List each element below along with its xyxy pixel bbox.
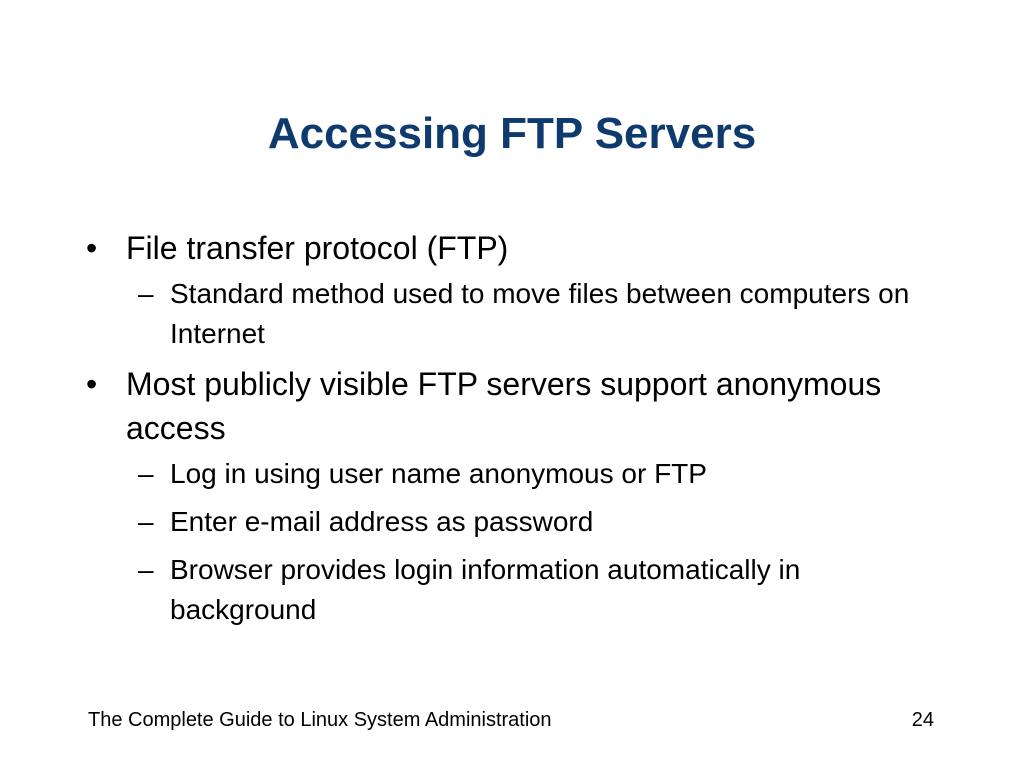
dash-marker: – (138, 458, 154, 489)
slide-title: Accessing FTP Servers (267, 109, 757, 158)
sub-bullet-item: – Standard method used to move files bet… (138, 274, 926, 354)
bullet-text: Most publicly visible FTP servers suppor… (126, 366, 882, 446)
bullet-list: • File transfer protocol (FTP) – Standar… (86, 226, 926, 638)
bullet-marker: • (86, 366, 98, 402)
dash-marker: – (138, 554, 154, 585)
footer-text: The Complete Guide to Linux System Admin… (88, 709, 552, 731)
bullet-text: File transfer protocol (FTP) (126, 230, 509, 266)
sub-bullet-text: Enter e-mail address as password (170, 506, 594, 537)
bullet-item: • Most publicly visible FTP servers supp… (86, 362, 926, 630)
bullet-item: • File transfer protocol (FTP) – Standar… (86, 226, 926, 354)
bullet-marker: • (86, 230, 98, 266)
sub-bullet-item: – Enter e-mail address as password (138, 502, 926, 542)
sub-bullet-text: Standard method used to move files betwe… (170, 278, 910, 349)
dash-marker: – (138, 278, 154, 309)
sub-bullet-text: Browser provides login information autom… (170, 554, 801, 625)
sub-bullet-list: – Standard method used to move files bet… (126, 274, 926, 354)
page-number: 24 (911, 709, 934, 731)
sub-bullet-list: – Log in using user name anonymous or FT… (126, 454, 926, 630)
sub-bullet-text: Log in using user name anonymous or FTP (170, 458, 707, 489)
sub-bullet-item: – Log in using user name anonymous or FT… (138, 454, 926, 494)
sub-bullet-item: – Browser provides login information aut… (138, 550, 926, 630)
dash-marker: – (138, 506, 154, 537)
